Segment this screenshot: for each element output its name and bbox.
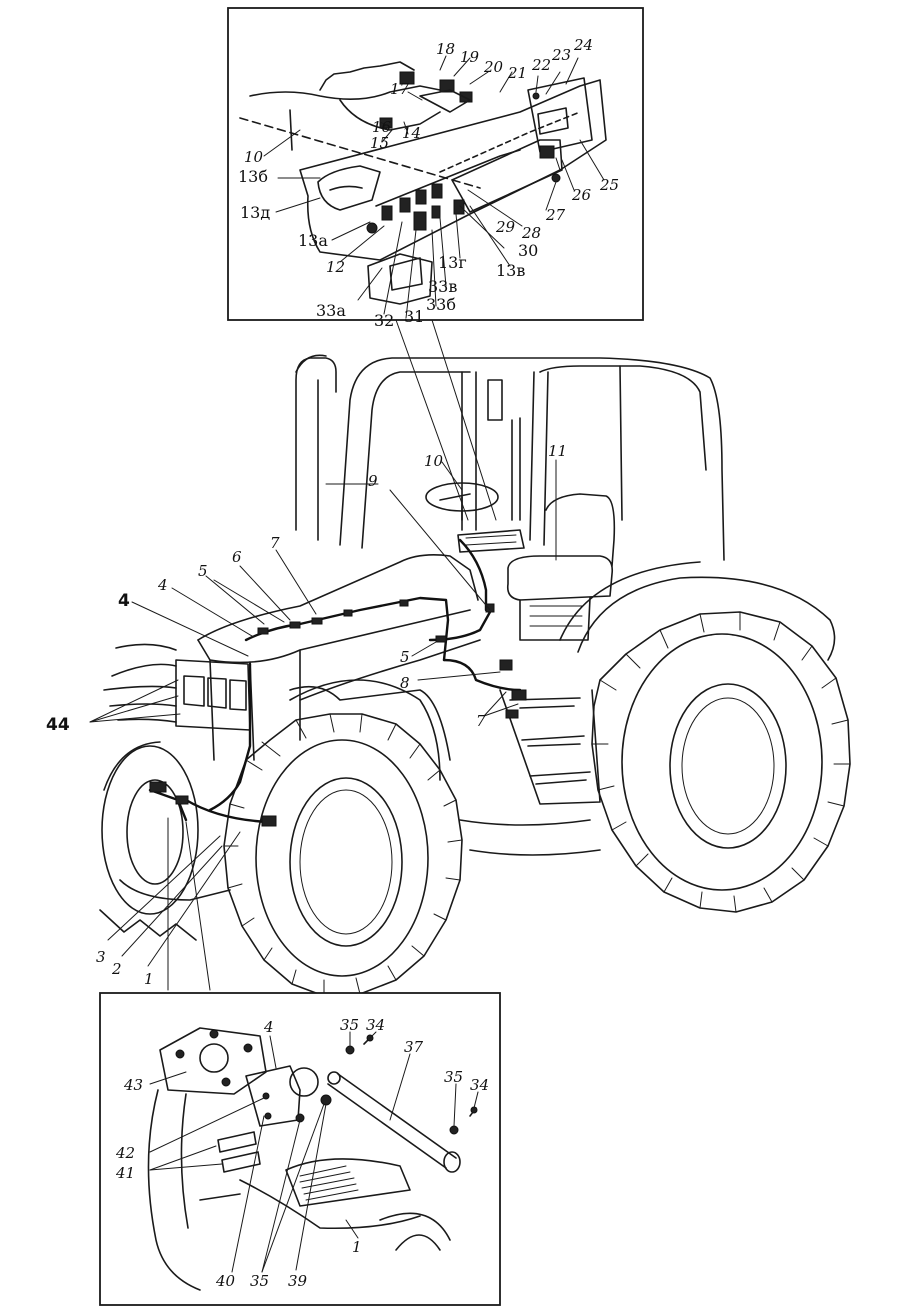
callout-28: 28 bbox=[521, 224, 541, 242]
callout-42: 42 bbox=[115, 1144, 135, 1162]
callout-25: 25 bbox=[599, 176, 619, 194]
top-inset-labels: 18 19 20 21 22 23 24 17 16 15 14 10 13б … bbox=[238, 36, 619, 330]
callout-11: 11 bbox=[548, 442, 567, 460]
callout-33b: 33б bbox=[426, 295, 456, 314]
callout-13v: 13в bbox=[496, 261, 525, 280]
callout-23: 23 bbox=[551, 46, 571, 64]
callout-10-inset: 10 bbox=[244, 148, 264, 166]
callout-14: 14 bbox=[402, 124, 421, 142]
callout-35-right: 35 bbox=[444, 1068, 463, 1086]
callout-32: 32 bbox=[374, 311, 394, 330]
callout-41: 41 bbox=[115, 1164, 135, 1182]
callout-33v: 33в bbox=[428, 277, 457, 296]
top-inset-panel bbox=[227, 7, 644, 521]
callout-24: 24 bbox=[573, 36, 593, 54]
callout-35-top: 35 bbox=[340, 1016, 359, 1034]
callout-43: 43 bbox=[123, 1076, 143, 1094]
callout-2: 2 bbox=[111, 960, 122, 978]
callout-26: 26 bbox=[571, 186, 592, 204]
callout-44: 44 bbox=[46, 715, 70, 735]
callout-5-mid: 5 bbox=[400, 648, 410, 666]
callout-18: 18 bbox=[436, 40, 455, 58]
callout-6: 6 bbox=[232, 548, 242, 566]
callout-1: 1 bbox=[144, 970, 154, 988]
callout-8: 8 bbox=[400, 674, 410, 692]
callout-21: 21 bbox=[507, 64, 527, 82]
callout-29: 29 bbox=[495, 218, 516, 236]
callout-5-top: 5 bbox=[198, 562, 208, 580]
callout-10-main: 10 bbox=[424, 452, 444, 470]
callout-33a: 33а bbox=[316, 301, 346, 320]
callout-31: 31 bbox=[404, 307, 424, 326]
callout-35-bottom: 35 bbox=[250, 1272, 269, 1290]
callout-3: 3 bbox=[96, 948, 106, 966]
callout-13b: 13б bbox=[238, 167, 268, 186]
callout-12: 12 bbox=[326, 258, 345, 276]
callout-7-top: 7 bbox=[270, 534, 280, 552]
callout-34-top: 34 bbox=[366, 1016, 385, 1034]
callout-13g: 13г bbox=[438, 253, 467, 272]
callout-17: 17 bbox=[390, 80, 410, 98]
callout-7-bottom: 7 bbox=[476, 712, 486, 730]
callout-20: 20 bbox=[483, 58, 504, 76]
callout-22: 22 bbox=[531, 56, 551, 74]
callout-27: 27 bbox=[545, 206, 566, 224]
callout-40: 40 bbox=[215, 1272, 236, 1290]
callout-19: 19 bbox=[460, 48, 480, 66]
callout-1-inset: 1 bbox=[352, 1238, 362, 1256]
bottom-inset-panel bbox=[99, 817, 501, 1306]
callout-15: 15 bbox=[370, 134, 389, 152]
callout-4-lower: 4 bbox=[118, 591, 130, 611]
bottom-inset-labels: 4 35 34 37 43 35 34 42 41 40 35 39 1 bbox=[115, 1016, 489, 1290]
main-labels: 10 11 9 7 6 5 4 4 5 8 7 44 3 2 1 bbox=[46, 442, 567, 988]
callout-9: 9 bbox=[368, 472, 378, 490]
leader-lines bbox=[89, 55, 605, 1273]
callout-13d: 13д bbox=[240, 203, 270, 222]
callout-13a: 13а bbox=[298, 231, 328, 250]
callout-30: 30 bbox=[518, 241, 538, 260]
callout-16: 16 bbox=[372, 118, 392, 136]
callout-39: 39 bbox=[288, 1272, 308, 1290]
callout-4-upper: 4 bbox=[157, 576, 168, 594]
callout-37: 37 bbox=[404, 1038, 424, 1056]
callout-34-right: 34 bbox=[470, 1076, 489, 1094]
callout-4-inset: 4 bbox=[263, 1018, 274, 1036]
tractor-illustration bbox=[99, 354, 851, 997]
